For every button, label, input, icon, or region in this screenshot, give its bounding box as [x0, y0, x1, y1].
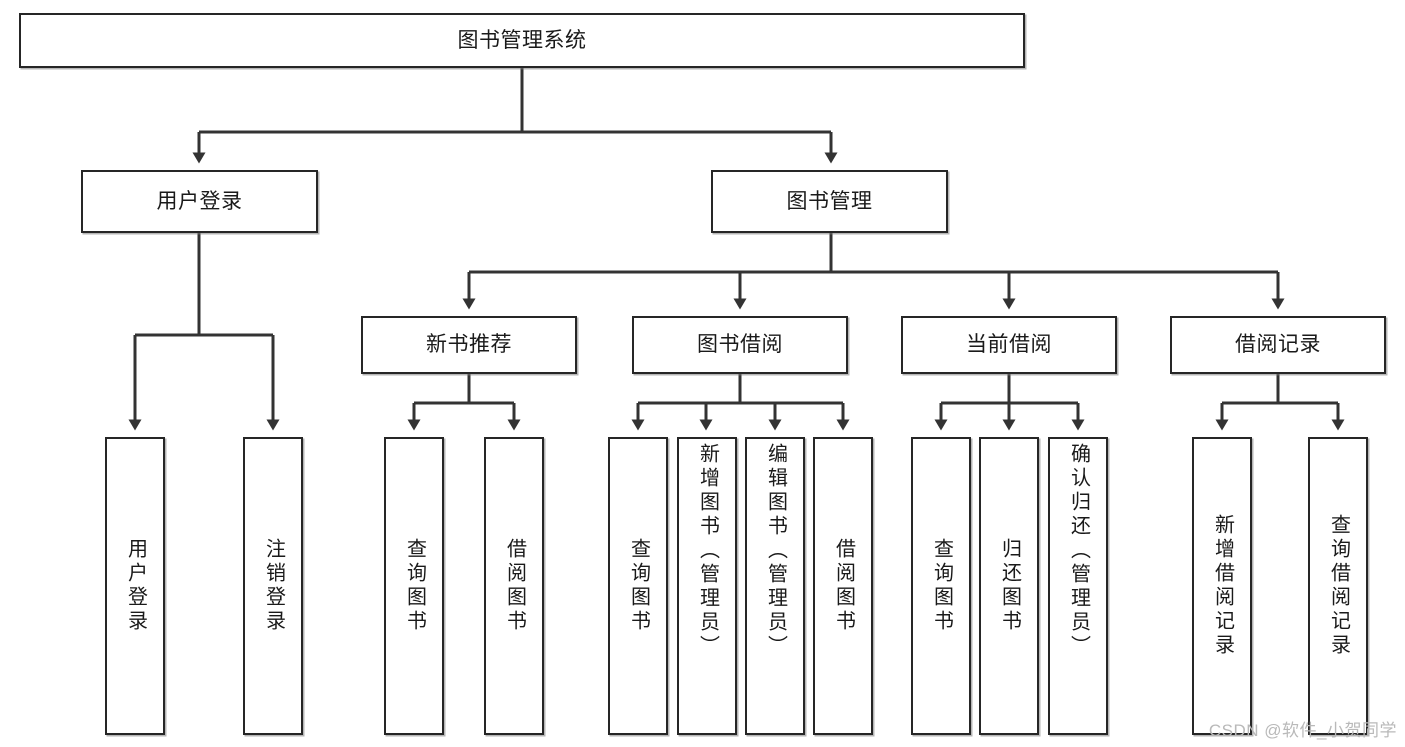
node-current-borrow[interactable]: 当前借阅 — [901, 316, 1117, 374]
node-current-borrow-label: 当前借阅 — [966, 333, 1052, 357]
node-root-label: 图书管理系统 — [457, 28, 587, 52]
leaf-borrow-book-2-label: 借阅图书 — [832, 538, 855, 634]
leaf-query-book-2[interactable]: 查询图书 — [608, 437, 668, 735]
leaf-edit-book-admin-label: 编辑图书（管理员） — [764, 443, 787, 659]
leaf-return-book[interactable]: 归还图书 — [979, 437, 1039, 735]
node-book-manage[interactable]: 图书管理 — [711, 170, 948, 233]
node-new-book-recommend[interactable]: 新书推荐 — [361, 316, 577, 374]
leaf-query-borrow-record-label: 查询借阅记录 — [1327, 514, 1350, 658]
leaf-query-borrow-record[interactable]: 查询借阅记录 — [1308, 437, 1368, 735]
leaf-query-book-3-label: 查询图书 — [930, 538, 953, 634]
node-book-manage-label: 图书管理 — [786, 189, 873, 213]
leaf-user-login[interactable]: 用户登录 — [105, 437, 165, 735]
leaf-query-book-3[interactable]: 查询图书 — [911, 437, 971, 735]
leaf-confirm-return-admin[interactable]: 确认归还（管理员） — [1048, 437, 1108, 735]
node-new-book-recommend-label: 新书推荐 — [426, 333, 512, 357]
leaf-borrow-book-1-label: 借阅图书 — [503, 538, 526, 634]
leaf-user-logout-label: 注销登录 — [262, 538, 285, 634]
node-book-borrow[interactable]: 图书借阅 — [632, 316, 848, 374]
leaf-return-book-label: 归还图书 — [998, 538, 1021, 634]
leaf-add-borrow-record-label: 新增借阅记录 — [1211, 514, 1234, 658]
leaf-query-book-1-label: 查询图书 — [403, 538, 426, 634]
leaf-add-book-admin-label: 新增图书（管理员） — [696, 443, 719, 659]
node-borrow-record[interactable]: 借阅记录 — [1170, 316, 1386, 374]
node-borrow-record-label: 借阅记录 — [1235, 333, 1321, 357]
leaf-user-logout[interactable]: 注销登录 — [243, 437, 303, 735]
leaf-user-login-label: 用户登录 — [124, 538, 147, 634]
node-book-borrow-label: 图书借阅 — [697, 333, 783, 357]
leaf-add-borrow-record[interactable]: 新增借阅记录 — [1192, 437, 1252, 735]
leaf-borrow-book-2[interactable]: 借阅图书 — [813, 437, 873, 735]
node-user-login-label: 用户登录 — [156, 189, 243, 213]
leaf-add-book-admin[interactable]: 新增图书（管理员） — [677, 437, 737, 735]
leaf-edit-book-admin[interactable]: 编辑图书（管理员） — [745, 437, 805, 735]
leaf-borrow-book-1[interactable]: 借阅图书 — [484, 437, 544, 735]
node-user-login[interactable]: 用户登录 — [81, 170, 318, 233]
leaf-query-book-2-label: 查询图书 — [627, 538, 650, 634]
leaf-query-book-1[interactable]: 查询图书 — [384, 437, 444, 735]
leaf-confirm-return-admin-label: 确认归还（管理员） — [1067, 443, 1090, 659]
node-root[interactable]: 图书管理系统 — [19, 13, 1025, 68]
